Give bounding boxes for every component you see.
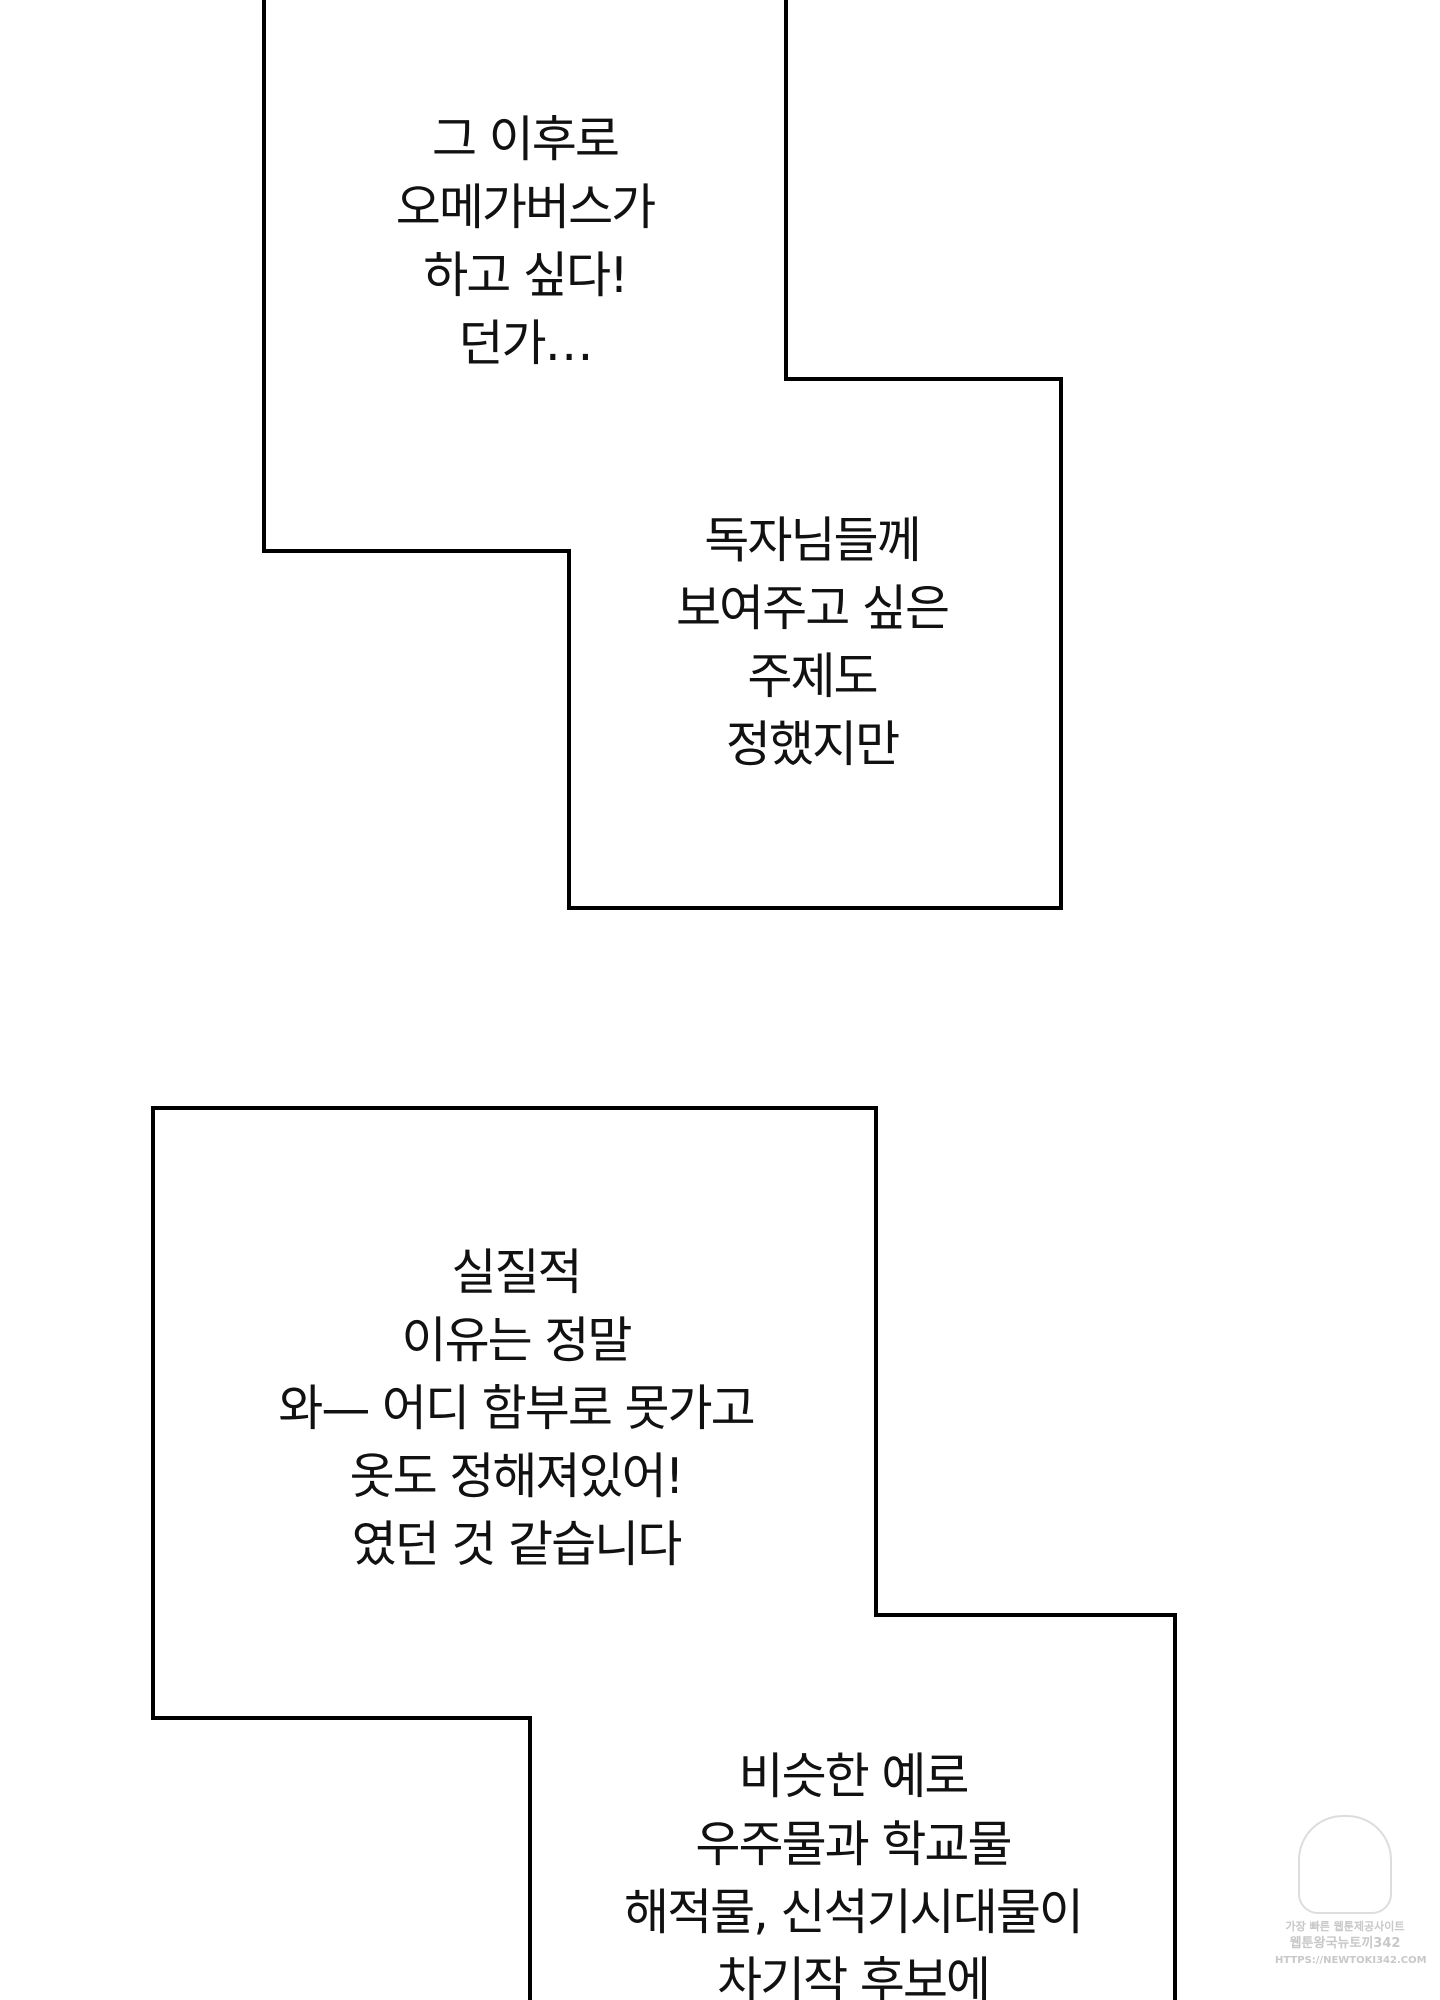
caption-line: 실질적 [451,1244,582,1301]
caption-line: 하고 싶다! [423,247,629,304]
watermark-line: 가장 빠른 웹툰제공사이트 [1285,1920,1405,1933]
panel-border-top [262,0,1063,910]
caption-line: 이유는 정말 [401,1312,633,1369]
caption-line: 보여주고 싶은 [675,580,950,637]
caption-line: 주제도 [747,648,878,705]
caption-2: 독자님들께 보여주고 싶은 주제도 정했지만 [675,507,950,779]
caption-line: 비슷한 예로 [738,1748,970,1805]
caption-line: 옷도 정해져있어! [349,1448,685,1505]
caption-line: 와— 어디 함부로 못가고 [278,1380,755,1437]
caption-line: 정했지만 [725,716,900,773]
watermark-line: HTTPS://NEWTOKI342.COM [1275,1955,1427,1966]
caption-1: 그 이후로 오메가버스가 하고 싶다! 던가… [395,106,656,378]
caption-line: 독자님들께 [704,512,921,569]
caption-line: 였던 것 같습니다 [351,1516,683,1573]
panel-border-bottom [151,1106,1177,2000]
caption-line: 오메가버스가 [395,179,656,236]
caption-line: 던가… [458,315,593,372]
caption-line: 차기작 후보에 [716,1952,991,2000]
watermark-line: 웹툰왕국뉴토끼342 [1289,1936,1401,1951]
caption-4: 비슷한 예로 우주물과 학교물 해적물, 신석기시대물이 차기작 후보에 [624,1743,1084,2000]
caption-3: 실질적 이유는 정말 와— 어디 함부로 못가고 옷도 정해져있어! 였던 것 … [278,1239,755,1579]
caption-line: 그 이후로 [432,111,620,168]
watermark-mascot-icon [1298,1815,1392,1914]
caption-line: 우주물과 학교물 [695,1816,1012,1873]
watermark: 가장 빠른 웹툰제공사이트 웹툰왕국뉴토끼342 HTTPS://NEWTOKI… [1275,1815,1427,1969]
caption-line: 해적물, 신석기시대물이 [624,1884,1084,1941]
